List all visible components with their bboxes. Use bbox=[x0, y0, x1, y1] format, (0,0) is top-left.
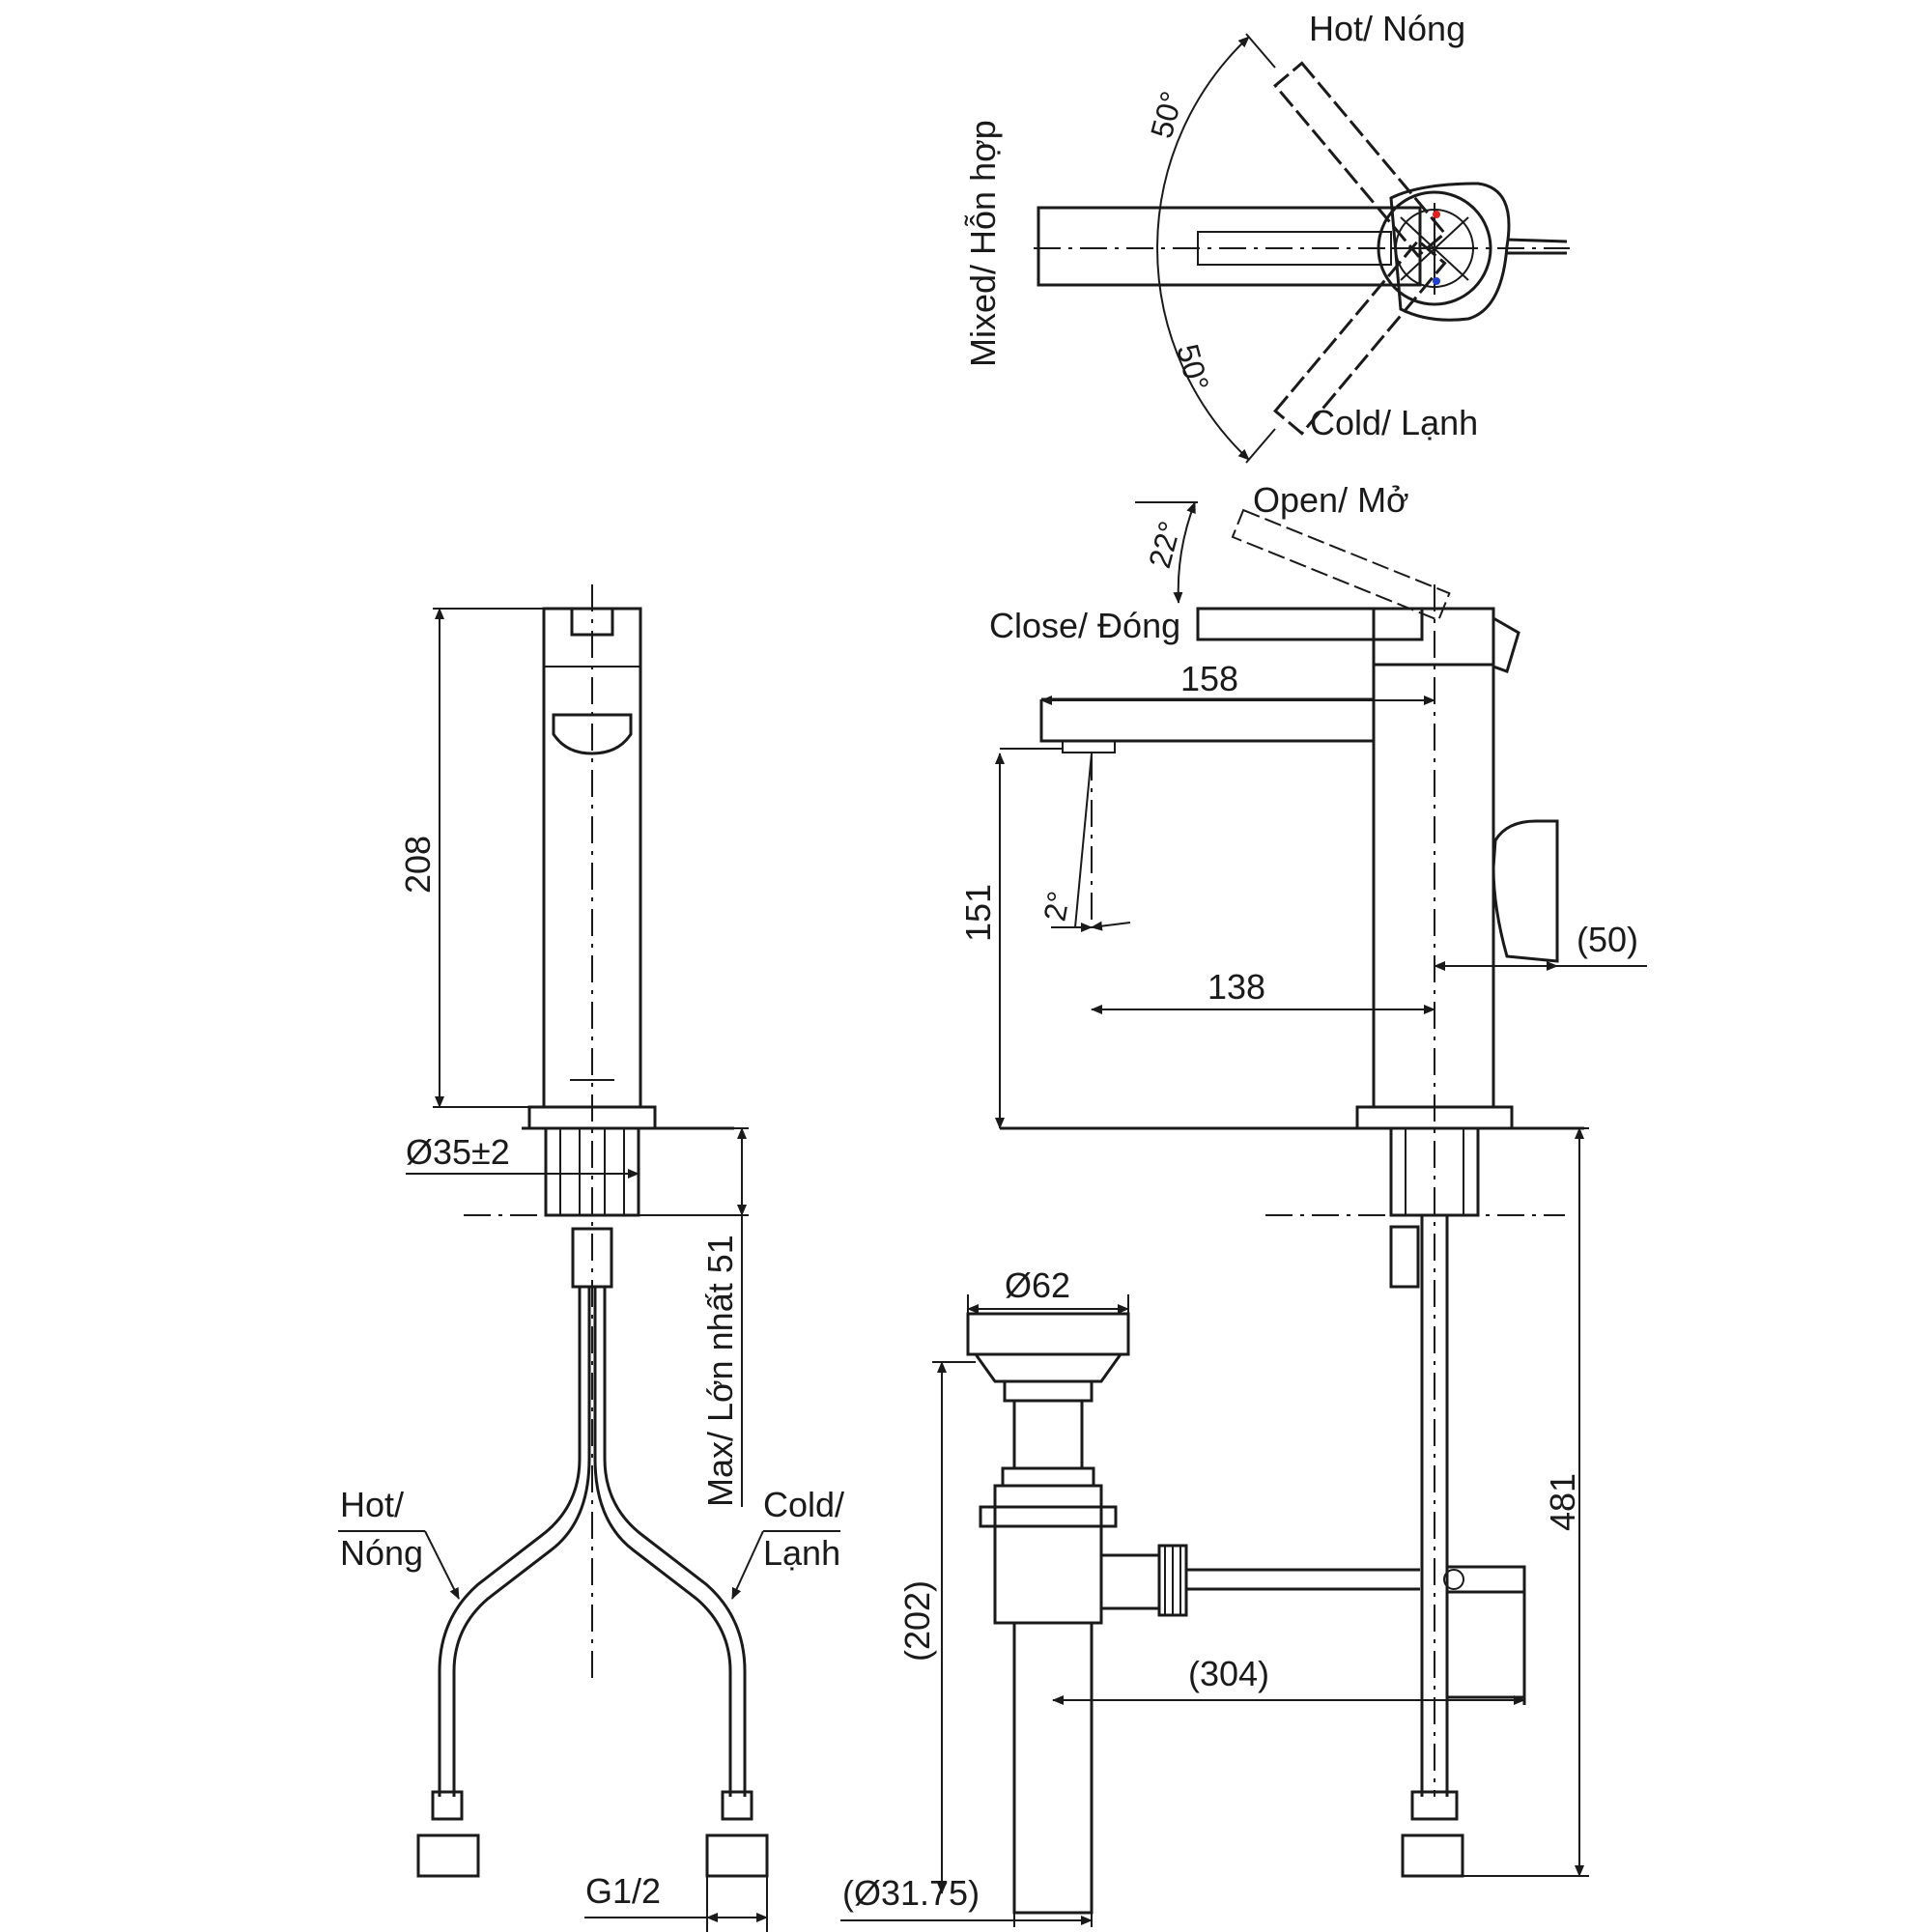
side-view-spout bbox=[1039, 697, 1374, 743]
front-view-aerator bbox=[552, 713, 633, 755]
label-hot-front-1: Hot/ bbox=[340, 1485, 404, 1524]
dim-total-height: 481 bbox=[1543, 1473, 1582, 1531]
dim-outlet-to-center: 138 bbox=[1208, 967, 1265, 1007]
label-close: Close/ Đóng bbox=[989, 606, 1180, 645]
side-view-flow-line bbox=[1074, 753, 1093, 928]
label-hot-front-2: Nóng bbox=[340, 1533, 423, 1573]
side-view-rear-handle bbox=[1492, 819, 1559, 963]
top-view-cartridge-housing bbox=[1389, 182, 1511, 322]
side-view-lever-tip bbox=[1492, 616, 1520, 673]
drain-body bbox=[993, 1524, 1103, 1625]
dim-arc-lever bbox=[1173, 501, 1196, 604]
front-view-hot-hose bbox=[438, 1287, 582, 1797]
dim-lever: (50) bbox=[1577, 920, 1638, 959]
cold-marker-dot bbox=[1433, 277, 1440, 285]
front-view-hose-nut bbox=[571, 1227, 613, 1289]
side-view-hose-nut bbox=[1389, 1225, 1420, 1289]
label-angle-hot: 50° bbox=[1144, 88, 1189, 142]
side-view-lever-closed bbox=[1196, 607, 1424, 641]
side-view: 158 151 138 2° (50) 22° Open/ Mở Close/ … bbox=[840, 480, 1647, 1927]
side-view-lever-open bbox=[1231, 508, 1451, 622]
dim-hole: Ø35±2 bbox=[406, 1132, 510, 1172]
dim-drain-pipe: (Ø31.75) bbox=[842, 1873, 980, 1913]
front-view: 208 Ø35±2 Max/ Lớn nhất 51 Hot/ Nóng Col… bbox=[338, 584, 844, 1932]
side-view-drain bbox=[966, 1312, 1526, 1915]
dim-drain-cap: Ø62 bbox=[1005, 1265, 1070, 1305]
top-view-handle-knob bbox=[1377, 190, 1492, 306]
label-angle-flow: 2° bbox=[1037, 889, 1076, 923]
side-view-aerator bbox=[1062, 740, 1116, 753]
label-cold-front-1: Cold/ bbox=[763, 1485, 844, 1524]
dim-spout-height: 151 bbox=[958, 884, 998, 942]
dim-thread: G1/2 bbox=[585, 1871, 661, 1911]
hot-marker-dot bbox=[1433, 211, 1440, 218]
drain-lift-rod-bracket bbox=[1445, 1565, 1526, 1699]
dim-spout-length: 158 bbox=[1180, 659, 1238, 698]
label-cold-top: Cold/ Lạnh bbox=[1310, 403, 1478, 442]
side-view-hose-fitting bbox=[1401, 1833, 1464, 1878]
label-hot-top: Hot/ Nóng bbox=[1309, 9, 1465, 48]
label-mixed-top: Mixed/ Hỗn hợp bbox=[963, 120, 1003, 367]
top-view: Hot/ Nóng Cold/ Lạnh Mixed/ Hỗn hợp 50° … bbox=[963, 9, 1570, 464]
label-cold-front-2: Lạnh bbox=[763, 1533, 840, 1573]
drain-tailpiece bbox=[1012, 1621, 1094, 1915]
dim-trap-length: (304) bbox=[1188, 1654, 1269, 1693]
dim-drain-depth: (202) bbox=[897, 1580, 937, 1662]
dim-body-height: 208 bbox=[398, 836, 438, 894]
front-view-cold-fitting bbox=[705, 1833, 769, 1878]
label-angle-cold: 50° bbox=[1170, 340, 1215, 394]
front-view-cold-hose bbox=[593, 1287, 732, 1797]
top-view-rotation-arc bbox=[1156, 36, 1250, 461]
label-open: Open/ Mở bbox=[1253, 480, 1409, 520]
drain-cap bbox=[966, 1312, 1130, 1356]
dim-max-thickness: Max/ Lớn nhất 51 bbox=[700, 1235, 740, 1507]
top-view-spout-body bbox=[1037, 206, 1422, 287]
top-view-hot-handle bbox=[1273, 239, 1447, 436]
front-view-hot-fitting bbox=[416, 1833, 480, 1878]
